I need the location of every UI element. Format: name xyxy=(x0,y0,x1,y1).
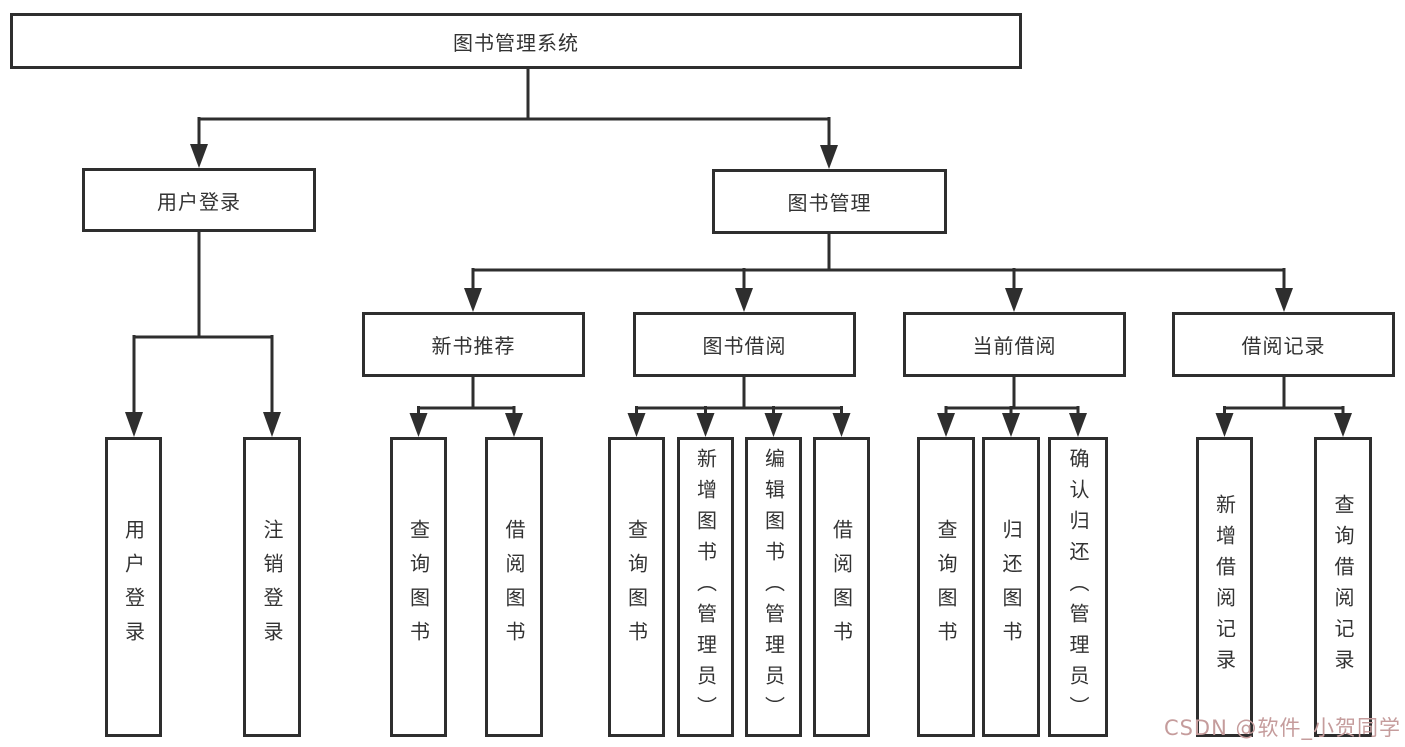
node-leaf-borrow-books-2: 借阅图书 xyxy=(813,437,870,737)
node-label: 查询图书 xyxy=(406,519,431,655)
node-label: 注销登录 xyxy=(260,519,284,655)
arrow-down-icon xyxy=(1334,413,1352,437)
node-leaf-user-login: 用户登录 xyxy=(105,437,162,737)
node-new-book-recommendation: 新书推荐 xyxy=(362,312,585,377)
node-label: 查询借阅记录 xyxy=(1331,494,1355,680)
arrow-down-icon xyxy=(125,412,143,437)
arrow-down-icon xyxy=(190,144,208,168)
node-user-login: 用户登录 xyxy=(82,168,316,232)
node-leaf-borrow-books-1: 借阅图书 xyxy=(485,437,543,737)
node-leaf-confirm-return-admin: 确认归还（管理员） xyxy=(1048,437,1108,737)
node-label: 借阅图书 xyxy=(502,519,526,655)
node-library-management-system: 图书管理系统 xyxy=(10,13,1022,69)
node-leaf-add-books-admin: 新增图书（管理员） xyxy=(677,437,734,737)
node-label: 查询图书 xyxy=(934,519,958,655)
arrow-down-icon xyxy=(937,413,955,437)
arrow-down-icon xyxy=(832,413,851,437)
node-book-management: 图书管理 xyxy=(712,169,947,234)
arrow-down-icon xyxy=(735,288,753,312)
node-leaf-logout: 注销登录 xyxy=(243,437,301,737)
arrow-down-icon xyxy=(696,413,715,437)
arrow-down-icon xyxy=(1215,413,1234,437)
node-borrowing-records: 借阅记录 xyxy=(1172,312,1395,377)
arrow-down-icon xyxy=(1069,413,1087,437)
arrow-down-icon xyxy=(505,413,523,437)
node-leaf-query-books-2: 查询图书 xyxy=(608,437,665,737)
node-label: 查询图书 xyxy=(624,519,649,655)
node-leaf-return-books: 归还图书 xyxy=(982,437,1040,737)
arrow-down-icon xyxy=(464,288,482,312)
arrow-down-icon xyxy=(1005,288,1023,312)
node-label: 归还图书 xyxy=(999,519,1023,655)
watermark: CSDN @软件_小贺同学 xyxy=(1163,716,1401,740)
node-label: 确认归还（管理员） xyxy=(1066,447,1090,727)
node-book-borrowing: 图书借阅 xyxy=(633,312,856,377)
node-label: 用户登录 xyxy=(121,519,146,655)
arrow-down-icon xyxy=(263,412,281,437)
node-leaf-query-borrow-record: 查询借阅记录 xyxy=(1314,437,1372,737)
node-leaf-query-books-1: 查询图书 xyxy=(390,437,447,737)
node-current-borrowing: 当前借阅 xyxy=(903,312,1126,377)
arrow-down-icon xyxy=(1002,413,1020,437)
arrow-down-icon xyxy=(1275,288,1293,312)
node-leaf-add-borrow-record: 新增借阅记录 xyxy=(1196,437,1253,737)
arrow-down-icon xyxy=(409,413,428,437)
arrow-down-icon xyxy=(764,413,783,437)
node-label: 借阅图书 xyxy=(829,519,854,655)
arrow-down-icon xyxy=(820,145,838,169)
node-leaf-query-books-3: 查询图书 xyxy=(917,437,975,737)
node-label: 新增借阅记录 xyxy=(1212,494,1237,680)
node-label: 新增图书（管理员） xyxy=(693,447,718,727)
node-label: 编辑图书（管理员） xyxy=(761,447,786,727)
arrow-down-icon xyxy=(627,413,646,437)
node-leaf-edit-books-admin: 编辑图书（管理员） xyxy=(745,437,802,737)
